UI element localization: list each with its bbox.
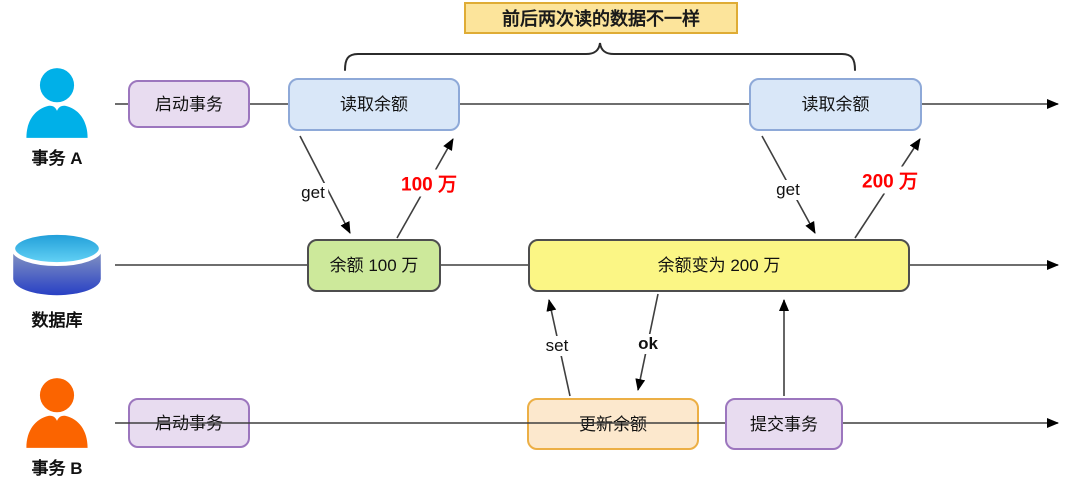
node-label: 读取余额 [801,95,870,114]
node-label: 读取余额 [340,95,408,114]
actor-label: 事务 A [31,149,83,168]
actor-label: 数据库 [31,311,83,330]
database-icon [11,230,103,296]
user-icon-orange [26,378,88,448]
node-label: 更新余额 [579,414,647,434]
node-label: 启动事务 [155,94,223,114]
actor-transaction-a: 事务 A [15,66,99,169]
actor-transaction-b: 事务 B [15,376,99,479]
node-transaction-b-commit: 提交事务 [725,398,843,450]
node-transaction-a-start: 启动事务 [128,80,250,128]
message-get-1: get [298,183,328,203]
node-read-balance-1: 读取余额 [288,78,460,131]
user-icon-cyan [26,68,88,138]
node-transaction-b-update-balance: 更新余额 [527,398,699,450]
node-label: 余额变为 200 万 [657,256,781,275]
actor-database: 数据库 [8,230,106,331]
annotation-banner: 前后两次读的数据不一样 [464,2,738,34]
message-ok: ok [635,334,661,354]
node-label: 余额 100 万 [329,256,419,275]
message-return-200: 200 万 [859,166,921,194]
node-db-balance-100: 余额 100 万 [307,239,441,292]
node-db-balance-200: 余额变为 200 万 [528,239,910,292]
annotation-text: 前后两次读的数据不一样 [502,9,700,29]
message-set: set [542,336,572,356]
message-get-2: get [773,180,803,200]
actor-label: 事务 B [31,459,83,478]
message-return-100: 100 万 [398,169,460,197]
node-read-balance-2: 读取余额 [749,78,922,131]
node-label: 提交事务 [750,414,818,434]
brace-two-reads [344,42,856,71]
